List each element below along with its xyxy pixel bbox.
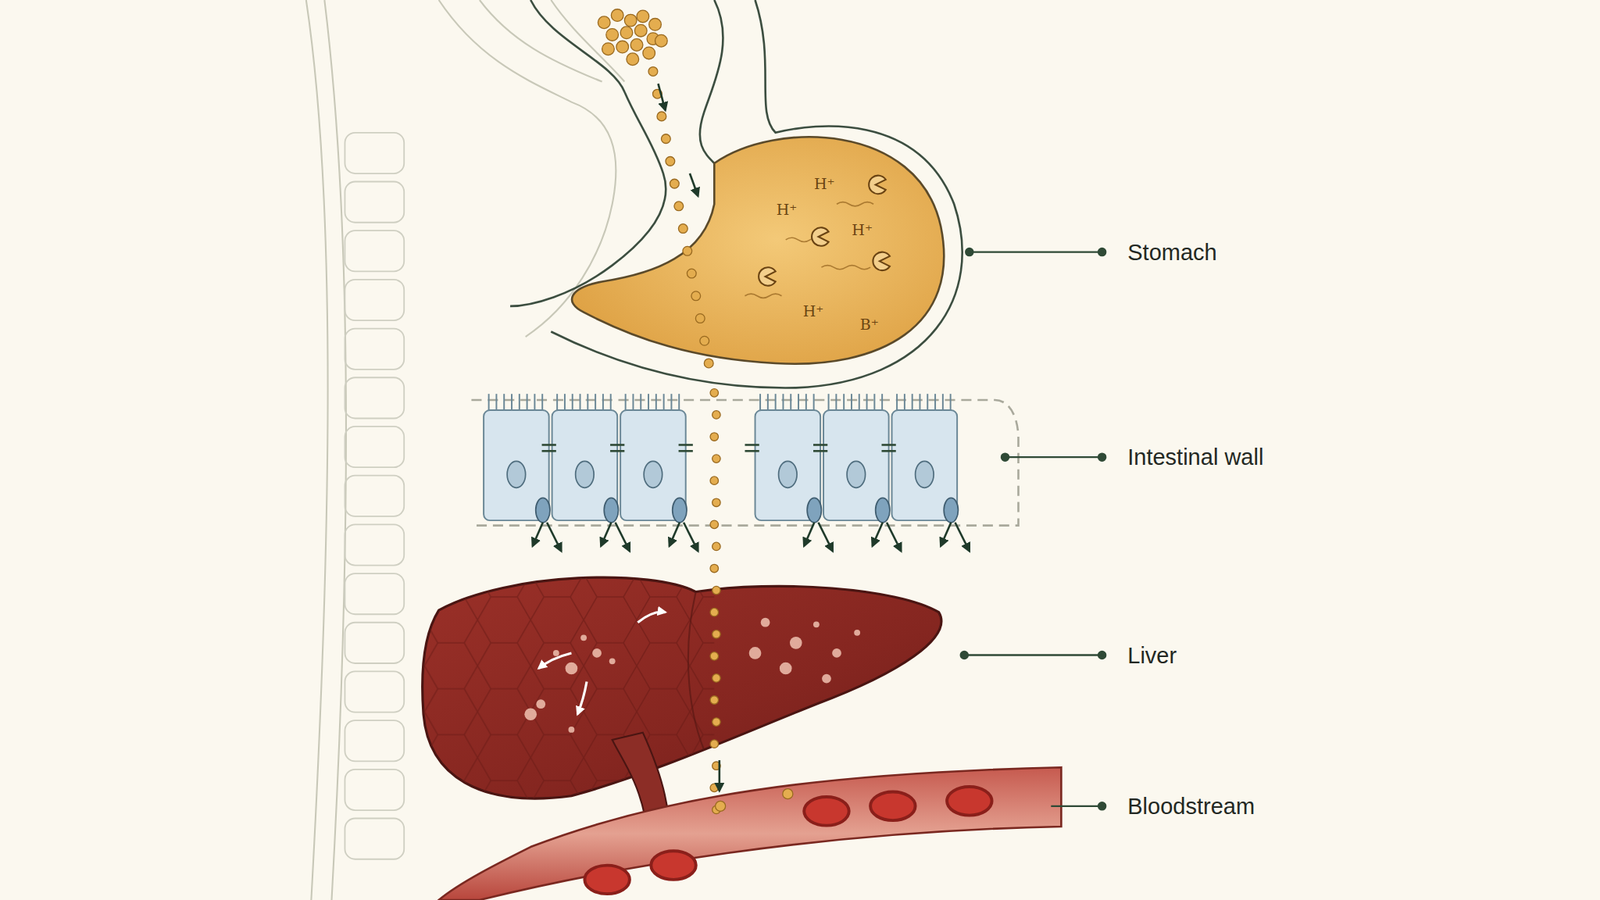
ion-symbol: H⁺ xyxy=(776,200,798,218)
ion-symbol: B⁺ xyxy=(860,315,879,333)
ion-symbol: H⁺ xyxy=(814,175,836,193)
part-label: Intestinal wall xyxy=(1127,444,1264,471)
part-label: Bloodstream xyxy=(1127,792,1255,819)
part-label: Stomach xyxy=(1127,239,1217,265)
leader-lines xyxy=(960,248,1106,810)
stomach xyxy=(571,136,944,364)
ion-symbol: H⁺ xyxy=(851,221,873,239)
blood-vessel xyxy=(439,767,1062,900)
part-label: Liver xyxy=(1127,642,1177,668)
ion-symbol: H⁺ xyxy=(803,302,825,320)
